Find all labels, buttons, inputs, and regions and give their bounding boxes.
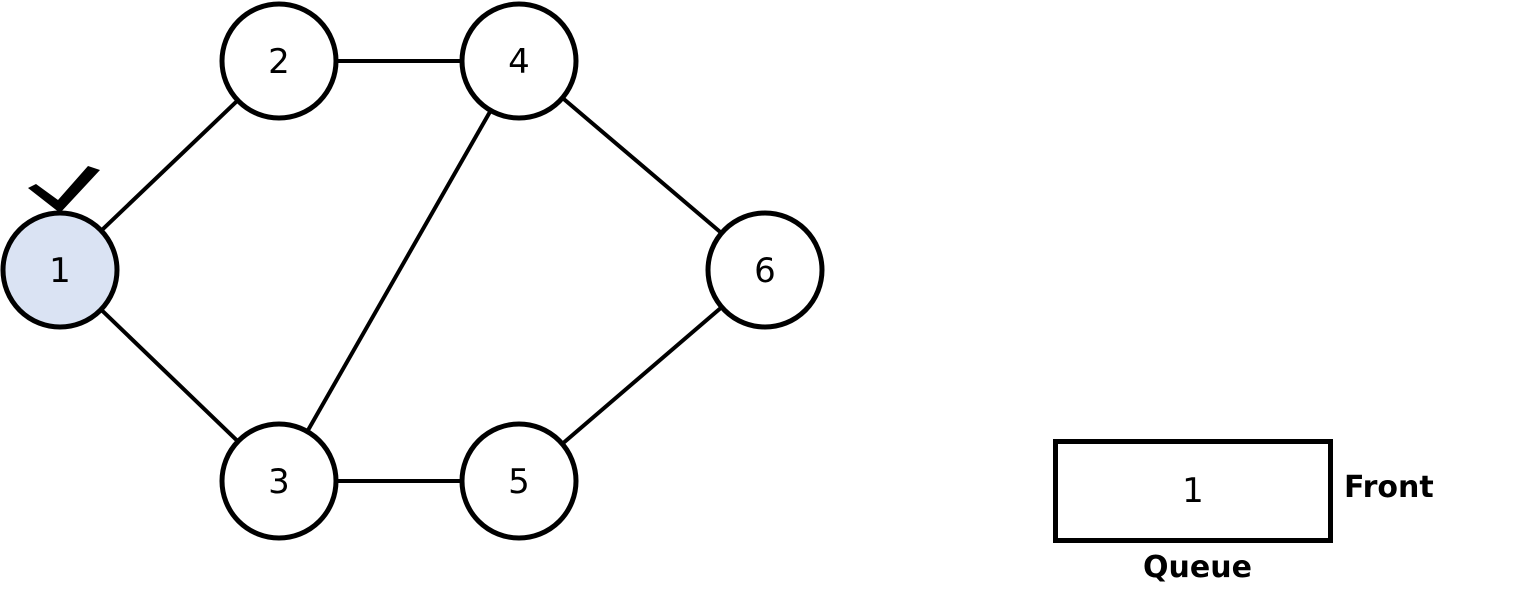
node-label-2: 2 bbox=[268, 42, 290, 82]
node-circle-5 bbox=[459, 421, 579, 541]
node-label-4: 4 bbox=[508, 42, 530, 82]
node-circle-3 bbox=[219, 421, 339, 541]
node-circle-2 bbox=[219, 1, 339, 121]
edge-4-6 bbox=[561, 96, 723, 235]
marker-layer bbox=[28, 166, 100, 213]
node-label-5: 5 bbox=[508, 462, 530, 502]
node-label-3: 3 bbox=[268, 462, 290, 502]
node-label-6: 6 bbox=[754, 251, 776, 291]
nodes-layer: 1 2 3 4 5 6 bbox=[0, 1, 825, 541]
edge-1-3 bbox=[99, 308, 240, 443]
node-4: 4 bbox=[459, 1, 579, 121]
edge-3-4 bbox=[305, 109, 493, 433]
checkmark-icon bbox=[28, 166, 100, 213]
node-circle-6 bbox=[705, 210, 825, 330]
node-6: 6 bbox=[705, 210, 825, 330]
node-3: 3 bbox=[219, 421, 339, 541]
node-circle-4 bbox=[459, 1, 579, 121]
node-1: 1 bbox=[0, 210, 120, 330]
graph-diagram: 1 2 3 4 5 6 bbox=[0, 1, 825, 541]
queue-front-label: Front bbox=[1344, 470, 1434, 505]
edge-1-2 bbox=[99, 98, 240, 233]
edges-layer bbox=[99, 59, 724, 483]
queue-item: 1 bbox=[1182, 471, 1204, 511]
queue-box: 1 bbox=[1053, 439, 1333, 543]
queue-caption: Queue bbox=[1143, 550, 1252, 585]
node-label-1: 1 bbox=[49, 251, 71, 291]
node-2: 2 bbox=[219, 1, 339, 121]
node-5: 5 bbox=[459, 421, 579, 541]
edge-5-6 bbox=[560, 305, 724, 446]
